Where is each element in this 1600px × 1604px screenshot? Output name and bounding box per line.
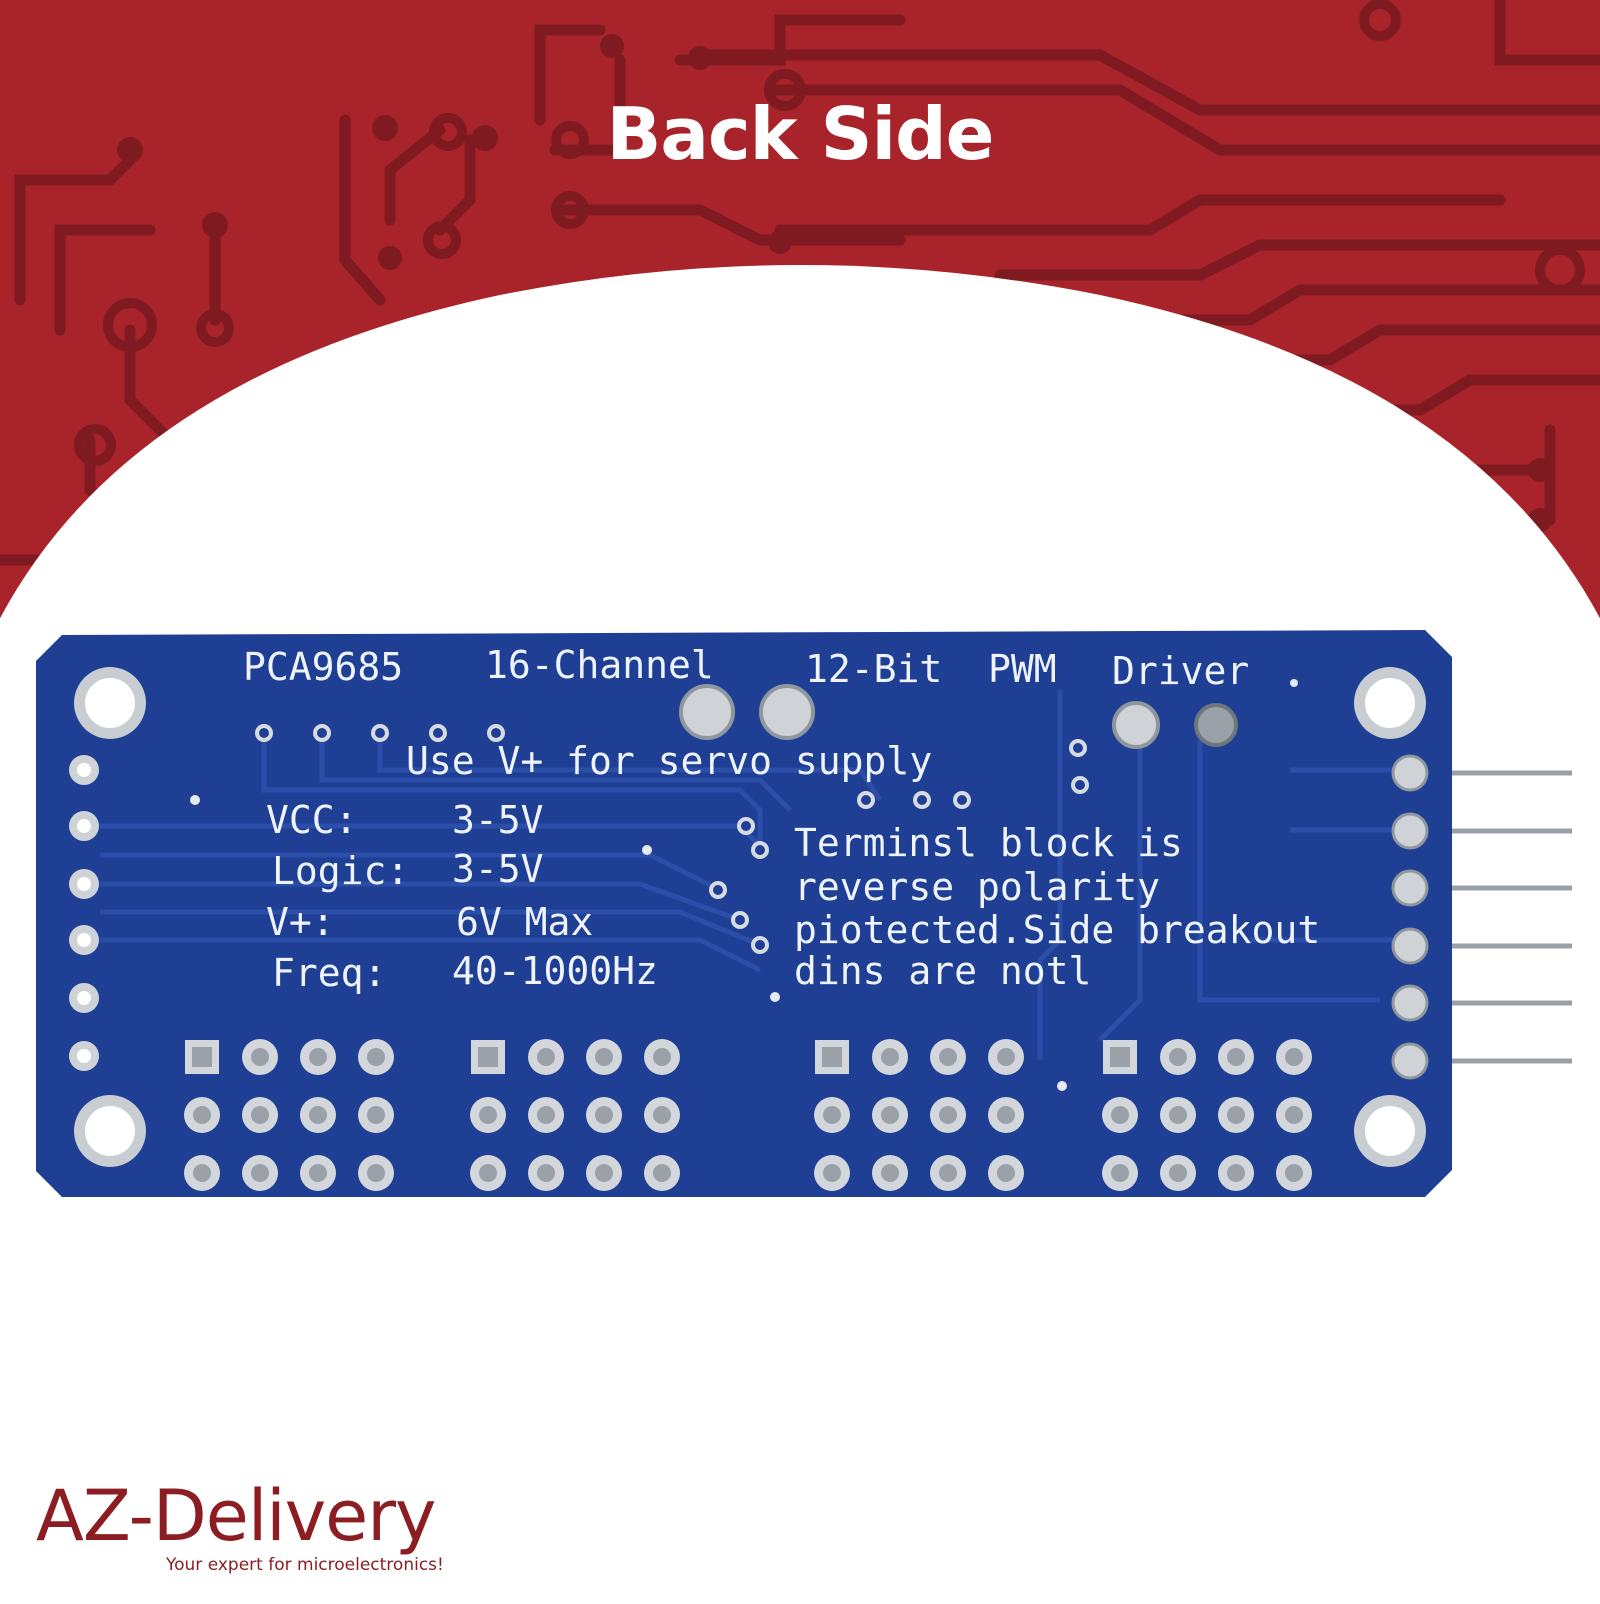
pin-solder: [1111, 1106, 1129, 1124]
pin-solder: [1169, 1106, 1187, 1124]
servo-pin-grid: [184, 1039, 1312, 1191]
az-delivery-logo: AZ-Delivery Your expert for microelectro…: [34, 1470, 554, 1580]
spec-label: Logic:: [272, 849, 409, 893]
page-title: Back Side: [606, 92, 995, 176]
board-title-part1: PCA9685: [243, 645, 403, 689]
silkscreen: PCA9685 16-Channel 12-Bit PWM Driver Use…: [243, 643, 1320, 995]
pin-solder: [1227, 1106, 1245, 1124]
pin-solder: [537, 1106, 555, 1124]
pin-solder: [193, 1106, 211, 1124]
pin-solder: [1227, 1164, 1245, 1182]
pin-solder: [193, 1164, 211, 1182]
board-title-part5: Driver: [1112, 649, 1249, 693]
left-breakout-pins: [69, 755, 99, 1071]
pin-solder: [881, 1106, 899, 1124]
pin-solder: [251, 1164, 269, 1182]
pin-solder: [251, 1048, 269, 1066]
board-title-part3: 12-Bit: [805, 647, 942, 691]
pin-solder: [1169, 1048, 1187, 1066]
logo-brand: AZ-Delivery: [36, 1475, 435, 1557]
pin-solder: [1285, 1164, 1303, 1182]
pin-solder: [309, 1164, 327, 1182]
terminal-note-line: piotected.Side breakout: [794, 908, 1320, 952]
terminal-note-line: reverse polarity: [794, 865, 1160, 909]
board-title-part2: 16-Channel: [485, 643, 714, 687]
pin-solder: [939, 1164, 957, 1182]
pin-solder: [595, 1164, 613, 1182]
pin-solder: [1169, 1164, 1187, 1182]
square-pin-solder: [478, 1047, 498, 1067]
spec-value: 40-1000Hz: [452, 949, 658, 993]
spec-label: V+:: [266, 900, 335, 944]
spec-value: 6V Max: [456, 900, 593, 944]
pin-solder: [653, 1106, 671, 1124]
pin-solder: [479, 1106, 497, 1124]
terminal-note-line: Terminsl block is: [794, 821, 1183, 865]
vias: [255, 724, 1089, 954]
pin-solder: [595, 1106, 613, 1124]
pin-solder: [1285, 1048, 1303, 1066]
right-header-joints: [1391, 754, 1429, 1080]
spec-label: VCC:: [266, 798, 358, 842]
pin-solder: [997, 1106, 1015, 1124]
pin-solder: [823, 1106, 841, 1124]
pin-solder: [1111, 1164, 1129, 1182]
mounting-holes: [74, 667, 1426, 1167]
solder-bumps: [679, 684, 1238, 749]
pin-solder: [881, 1048, 899, 1066]
pin-solder: [653, 1164, 671, 1182]
logo-tagline: Your expert for microelectronics!: [165, 1555, 444, 1575]
pin-solder: [479, 1164, 497, 1182]
pin-solder: [997, 1164, 1015, 1182]
spec-value: 3-5V: [452, 847, 544, 891]
pin-solder: [309, 1106, 327, 1124]
pin-solder: [367, 1106, 385, 1124]
pin-solder: [251, 1106, 269, 1124]
pin-solder: [881, 1164, 899, 1182]
pin-solder: [367, 1164, 385, 1182]
circuit-ring-pads: [74, 0, 1585, 466]
pin-solder: [997, 1048, 1015, 1066]
square-pin-solder: [192, 1047, 212, 1067]
pin-solder: [1285, 1106, 1303, 1124]
square-pin-solder: [822, 1047, 842, 1067]
servo-note: Use V+ for servo supply: [406, 739, 932, 783]
pin-solder: [309, 1048, 327, 1066]
pcb-traces: [100, 690, 1410, 1060]
pin-solder: [537, 1164, 555, 1182]
pin-solder: [823, 1164, 841, 1182]
pin-solder: [939, 1048, 957, 1066]
spec-label: Freq:: [272, 951, 386, 995]
pin-solder: [653, 1048, 671, 1066]
pin-solder: [537, 1048, 555, 1066]
board-title-part4: PWM: [988, 647, 1057, 691]
pin-solder: [939, 1106, 957, 1124]
pin-solder: [1227, 1048, 1245, 1066]
pin-solder: [595, 1048, 613, 1066]
square-pin-solder: [1110, 1047, 1130, 1067]
tiny-vias: [190, 679, 1298, 1091]
spec-value: 3-5V: [452, 798, 544, 842]
pin-solder: [367, 1048, 385, 1066]
terminal-note-line: dins are notl: [794, 949, 1091, 993]
